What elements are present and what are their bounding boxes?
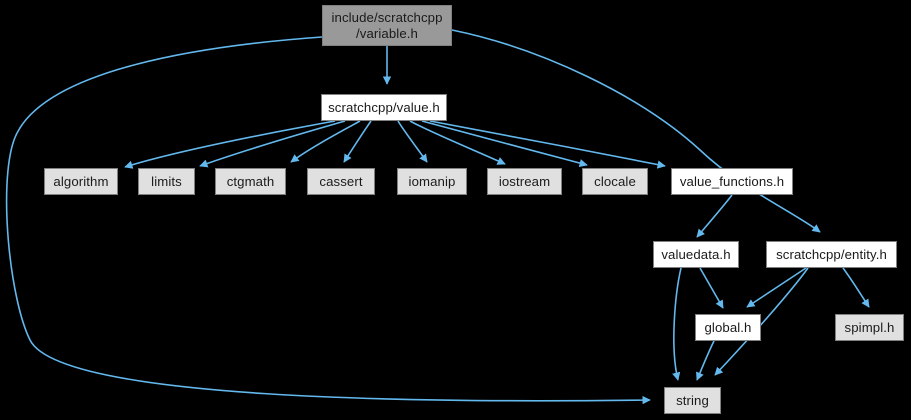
graph-node-label: valuedata.h — [661, 246, 731, 262]
graph-node-spimpl[interactable]: spimpl.h — [835, 314, 904, 341]
graph-edge-value-to-ctgmath — [290, 120, 361, 163]
graph-edge-variable-to-entity — [451, 29, 821, 233]
graph-node-label: global.h — [704, 319, 752, 335]
graph-node-label: cassert — [319, 173, 363, 189]
graph-node-label: include/scratchcpp /variable.h — [331, 10, 443, 41]
graph-node-label: clocale — [594, 173, 636, 189]
graph-node-valuedata[interactable]: valuedata.h — [653, 241, 739, 268]
graph-node-label: spimpl.h — [844, 319, 895, 335]
graph-node-entity[interactable]: scratchcpp/entity.h — [766, 241, 897, 268]
graph-edge-global-to-string — [696, 340, 715, 381]
graph-edge-entity-to-spimpl — [842, 267, 870, 308]
graph-edge-value-to-clocale — [421, 120, 588, 168]
graph-edge-value-to-limits — [199, 120, 346, 168]
graph-edge-entity-to-string — [714, 267, 809, 376]
graph-edge-value-to-cassert — [343, 120, 372, 163]
graph-node-algorithm[interactable]: algorithm — [44, 168, 118, 195]
graph-node-cassert[interactable]: cassert — [307, 168, 375, 195]
graph-node-global[interactable]: global.h — [695, 314, 761, 341]
graph-node-ctgmath[interactable]: ctgmath — [215, 168, 286, 195]
graph-edge-value-to-iomanip — [397, 120, 428, 163]
graph-node-label: ctgmath — [226, 173, 275, 189]
edge-group — [5, 29, 870, 405]
graph-node-label: iostream — [498, 173, 551, 189]
graph-node-limits[interactable]: limits — [138, 168, 195, 195]
graph-node-label: scratchcpp/value.h — [328, 99, 440, 115]
graph-node-iostream[interactable]: iostream — [487, 168, 562, 195]
graph-edge-value-to-value_functions — [429, 120, 666, 169]
graph-node-label: value_functions.h — [679, 173, 785, 189]
graph-node-label: algorithm — [53, 173, 109, 189]
graph-node-label: string — [676, 392, 709, 408]
graph-edge-value-to-iostream — [409, 120, 506, 165]
graph-edge-value-to-algorithm — [124, 120, 336, 169]
graph-node-string[interactable]: string — [664, 387, 721, 414]
graph-node-label: scratchcpp/entity.h — [776, 246, 887, 262]
graph-node-label: iomanip — [408, 173, 456, 189]
graph-edge-variable-to-algorithm — [5, 36, 651, 405]
graph-edge-valuedata-to-string — [672, 267, 682, 381]
graph-node-variable[interactable]: include/scratchcpp /variable.h — [322, 5, 452, 46]
graph-node-value[interactable]: scratchcpp/value.h — [321, 94, 447, 121]
graph-node-iomanip[interactable]: iomanip — [397, 168, 467, 195]
graph-node-label: limits — [151, 173, 182, 189]
graph-node-value_functions[interactable]: value_functions.h — [671, 168, 793, 195]
graph-edge-valuedata-to-global — [699, 267, 724, 309]
graph-edge-value_functions-to-valuedata — [696, 194, 733, 238]
graph-node-clocale[interactable]: clocale — [582, 168, 648, 195]
graph-edge-entity-to-global — [746, 267, 807, 308]
